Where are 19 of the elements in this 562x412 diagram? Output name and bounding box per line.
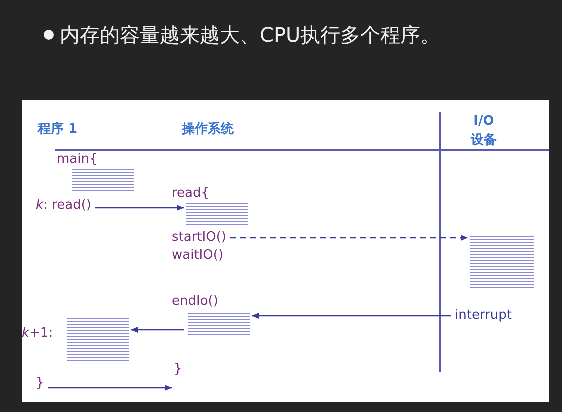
arrow: [48, 385, 172, 391]
column-heading: 程序 1: [38, 122, 79, 138]
code-line: read{: [172, 186, 210, 201]
code-line: }: [36, 376, 44, 391]
column-heading: I/O 设备: [470, 113, 498, 150]
code-line: k+1:: [22, 326, 54, 341]
arrow: [131, 327, 184, 333]
signal-label: interrupt: [455, 308, 512, 323]
code-line: }: [174, 362, 182, 377]
code-line: endIo(): [172, 294, 218, 309]
arrow: [252, 313, 451, 319]
code-line: startIO(): [172, 230, 226, 245]
code-line: waitIO(): [172, 248, 224, 263]
title: 内存的容量越来越大、CPU执行多个程序。: [60, 22, 441, 48]
arrow: [230, 235, 468, 241]
code-line: k: read(): [36, 198, 92, 213]
column-heading: 操作系统: [182, 122, 235, 138]
arrow: [95, 205, 184, 211]
code-line: main{: [57, 152, 98, 167]
